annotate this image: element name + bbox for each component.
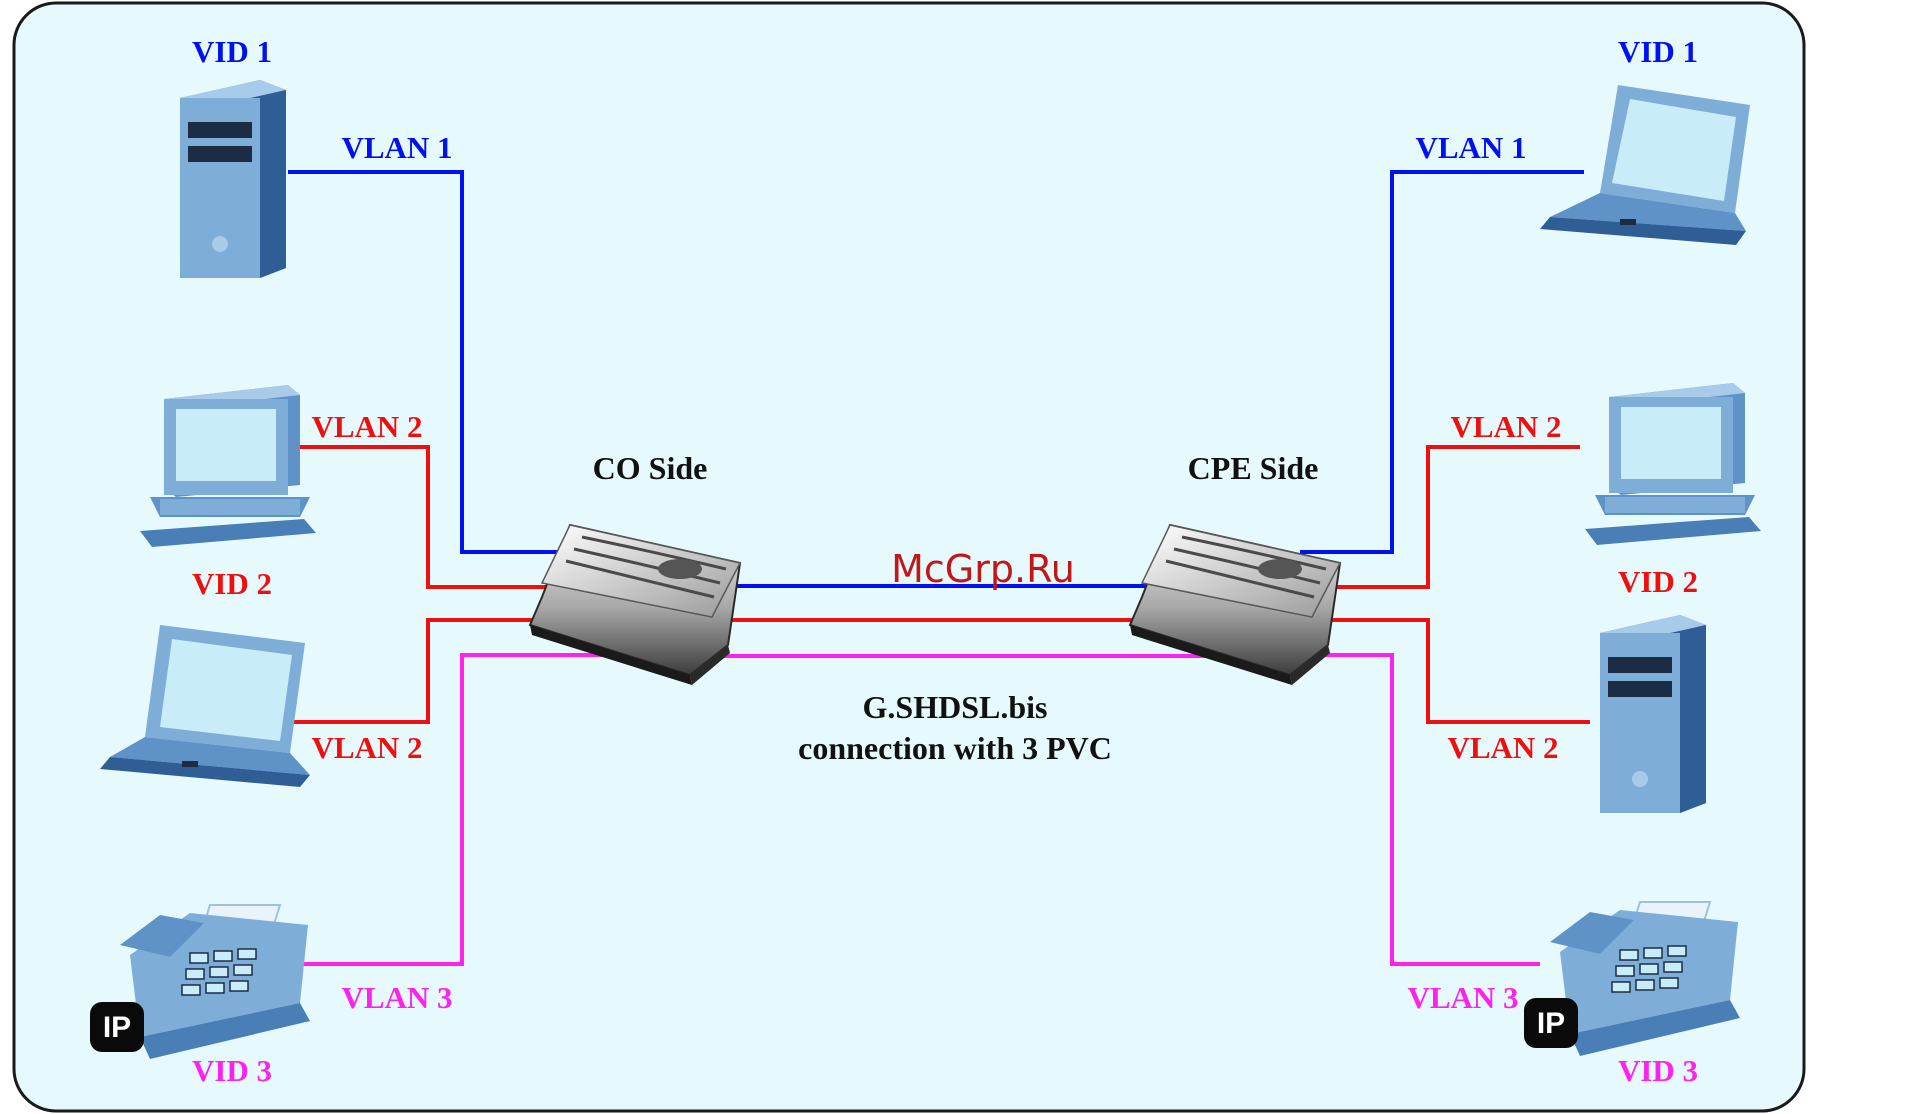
left-vlan2-top-label: VLAN 2 bbox=[311, 409, 422, 444]
ip-badge: IP bbox=[90, 1002, 144, 1052]
right-vlan2-bottom-label: VLAN 2 bbox=[1447, 730, 1558, 765]
right-vid2-label: VID 2 bbox=[1618, 564, 1698, 599]
ip-badge: IP bbox=[1524, 998, 1578, 1048]
right-vid1-label: VID 1 bbox=[1618, 34, 1698, 69]
left-vid3-label: VID 3 bbox=[192, 1053, 272, 1088]
right-vlan3-label: VLAN 3 bbox=[1407, 980, 1518, 1015]
left-vid2-label: VID 2 bbox=[192, 566, 272, 601]
tower-pc-icon bbox=[180, 80, 286, 278]
left-vlan1-label: VLAN 1 bbox=[341, 130, 452, 165]
right-vid3-label: VID 3 bbox=[1618, 1053, 1698, 1088]
co-side-label: CO Side bbox=[593, 450, 708, 486]
left-vlan3-label: VLAN 3 bbox=[341, 980, 452, 1015]
right-vlan1-label: VLAN 1 bbox=[1415, 130, 1526, 165]
ip-badge-label: IP bbox=[1537, 1007, 1565, 1040]
left-vid1-label: VID 1 bbox=[192, 34, 272, 69]
cpe-side-label: CPE Side bbox=[1188, 450, 1319, 486]
right-vlan2-top-label: VLAN 2 bbox=[1450, 409, 1561, 444]
link-title-line2: connection with 3 PVC bbox=[798, 730, 1112, 766]
ip-badge-label: IP bbox=[103, 1011, 131, 1044]
tower-pc-icon bbox=[1600, 615, 1706, 813]
link-title-line1: G.SHDSL.bis bbox=[863, 689, 1048, 725]
left-vlan2-bottom-label: VLAN 2 bbox=[311, 730, 422, 765]
watermark-text: McGrp.Ru bbox=[891, 547, 1075, 591]
